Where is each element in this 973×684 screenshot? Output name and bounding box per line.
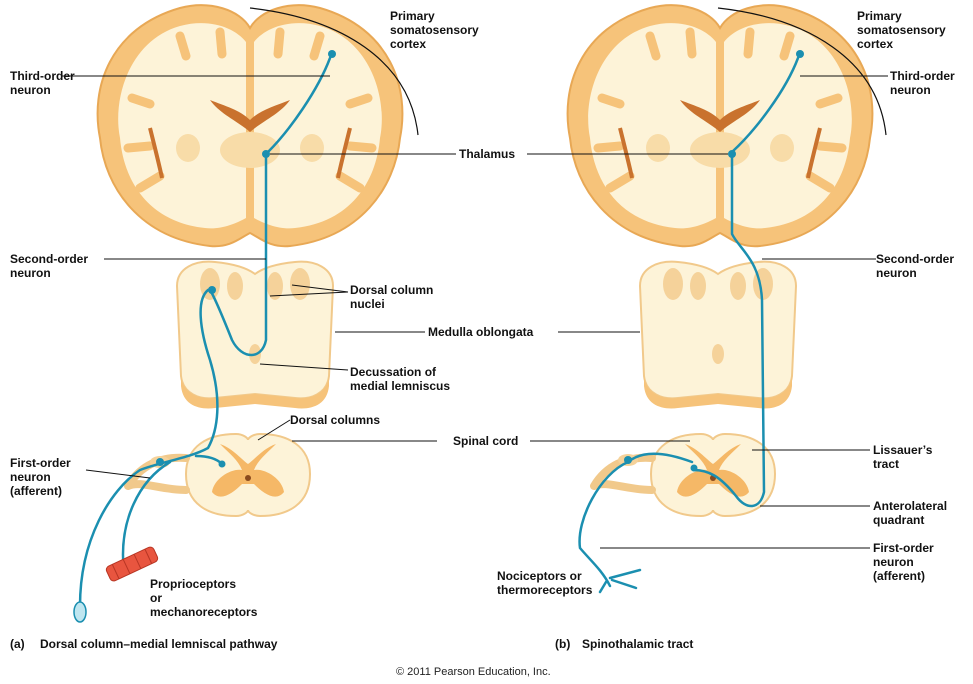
label-first-order-b: First-order neuron (afferent) bbox=[873, 541, 934, 583]
label-spinal-cord: Spinal cord bbox=[453, 434, 518, 448]
caption-b-letter: (b) bbox=[555, 637, 570, 651]
copyright: © 2011 Pearson Education, Inc. bbox=[396, 666, 551, 678]
medulla-left bbox=[177, 262, 333, 409]
pacinian-corpuscle bbox=[74, 602, 86, 622]
brain-section-right bbox=[568, 5, 873, 246]
label-second-order-a: Second-order neuron bbox=[10, 252, 88, 280]
terminal-thalamus-b bbox=[728, 150, 736, 158]
label-proprioceptors: Proprioceptors or mechanoreceptors bbox=[150, 577, 257, 619]
terminal-thalamus-a bbox=[262, 150, 270, 158]
nociceptor-endings bbox=[600, 570, 640, 592]
label-anterolateral: Anterolateral quadrant bbox=[873, 499, 947, 527]
label-second-order-b: Second-order neuron bbox=[876, 252, 954, 280]
label-dorsal-column-nuclei: Dorsal column nuclei bbox=[350, 283, 433, 311]
label-lissauer: Lissauer’s tract bbox=[873, 443, 932, 471]
terminal-cortex-a bbox=[328, 50, 336, 58]
caption-b-text: Spinothalamic tract bbox=[582, 637, 693, 651]
terminal-cortex-b bbox=[796, 50, 804, 58]
label-third-order-a: Third-order neuron bbox=[10, 69, 75, 97]
ganglion-cell-b bbox=[624, 456, 632, 464]
terminal-nuclei-a bbox=[208, 286, 216, 294]
caption-a-text: Dorsal column–medial lemniscal pathway bbox=[40, 637, 277, 651]
label-medulla: Medulla oblongata bbox=[428, 325, 533, 339]
label-dorsal-columns: Dorsal columns bbox=[290, 413, 380, 427]
ganglion-cell-a bbox=[156, 458, 164, 466]
label-primary-cortex-b: Primary somatosensory cortex bbox=[857, 9, 946, 51]
terminal-cord-b bbox=[691, 465, 698, 472]
terminal-cord-a bbox=[219, 461, 226, 468]
label-nociceptors: Nociceptors or thermoreceptors bbox=[497, 569, 592, 597]
caption-a-letter: (a) bbox=[10, 637, 25, 651]
medulla-right bbox=[640, 262, 796, 409]
label-third-order-b: Third-order neuron bbox=[890, 69, 955, 97]
label-thalamus: Thalamus bbox=[459, 147, 515, 161]
label-primary-cortex-a: Primary somatosensory cortex bbox=[390, 9, 479, 51]
spinal-cord-left bbox=[186, 434, 310, 516]
label-first-order-a: First-order neuron (afferent) bbox=[10, 456, 71, 498]
label-decussation: Decussation of medial lemniscus bbox=[350, 365, 450, 393]
